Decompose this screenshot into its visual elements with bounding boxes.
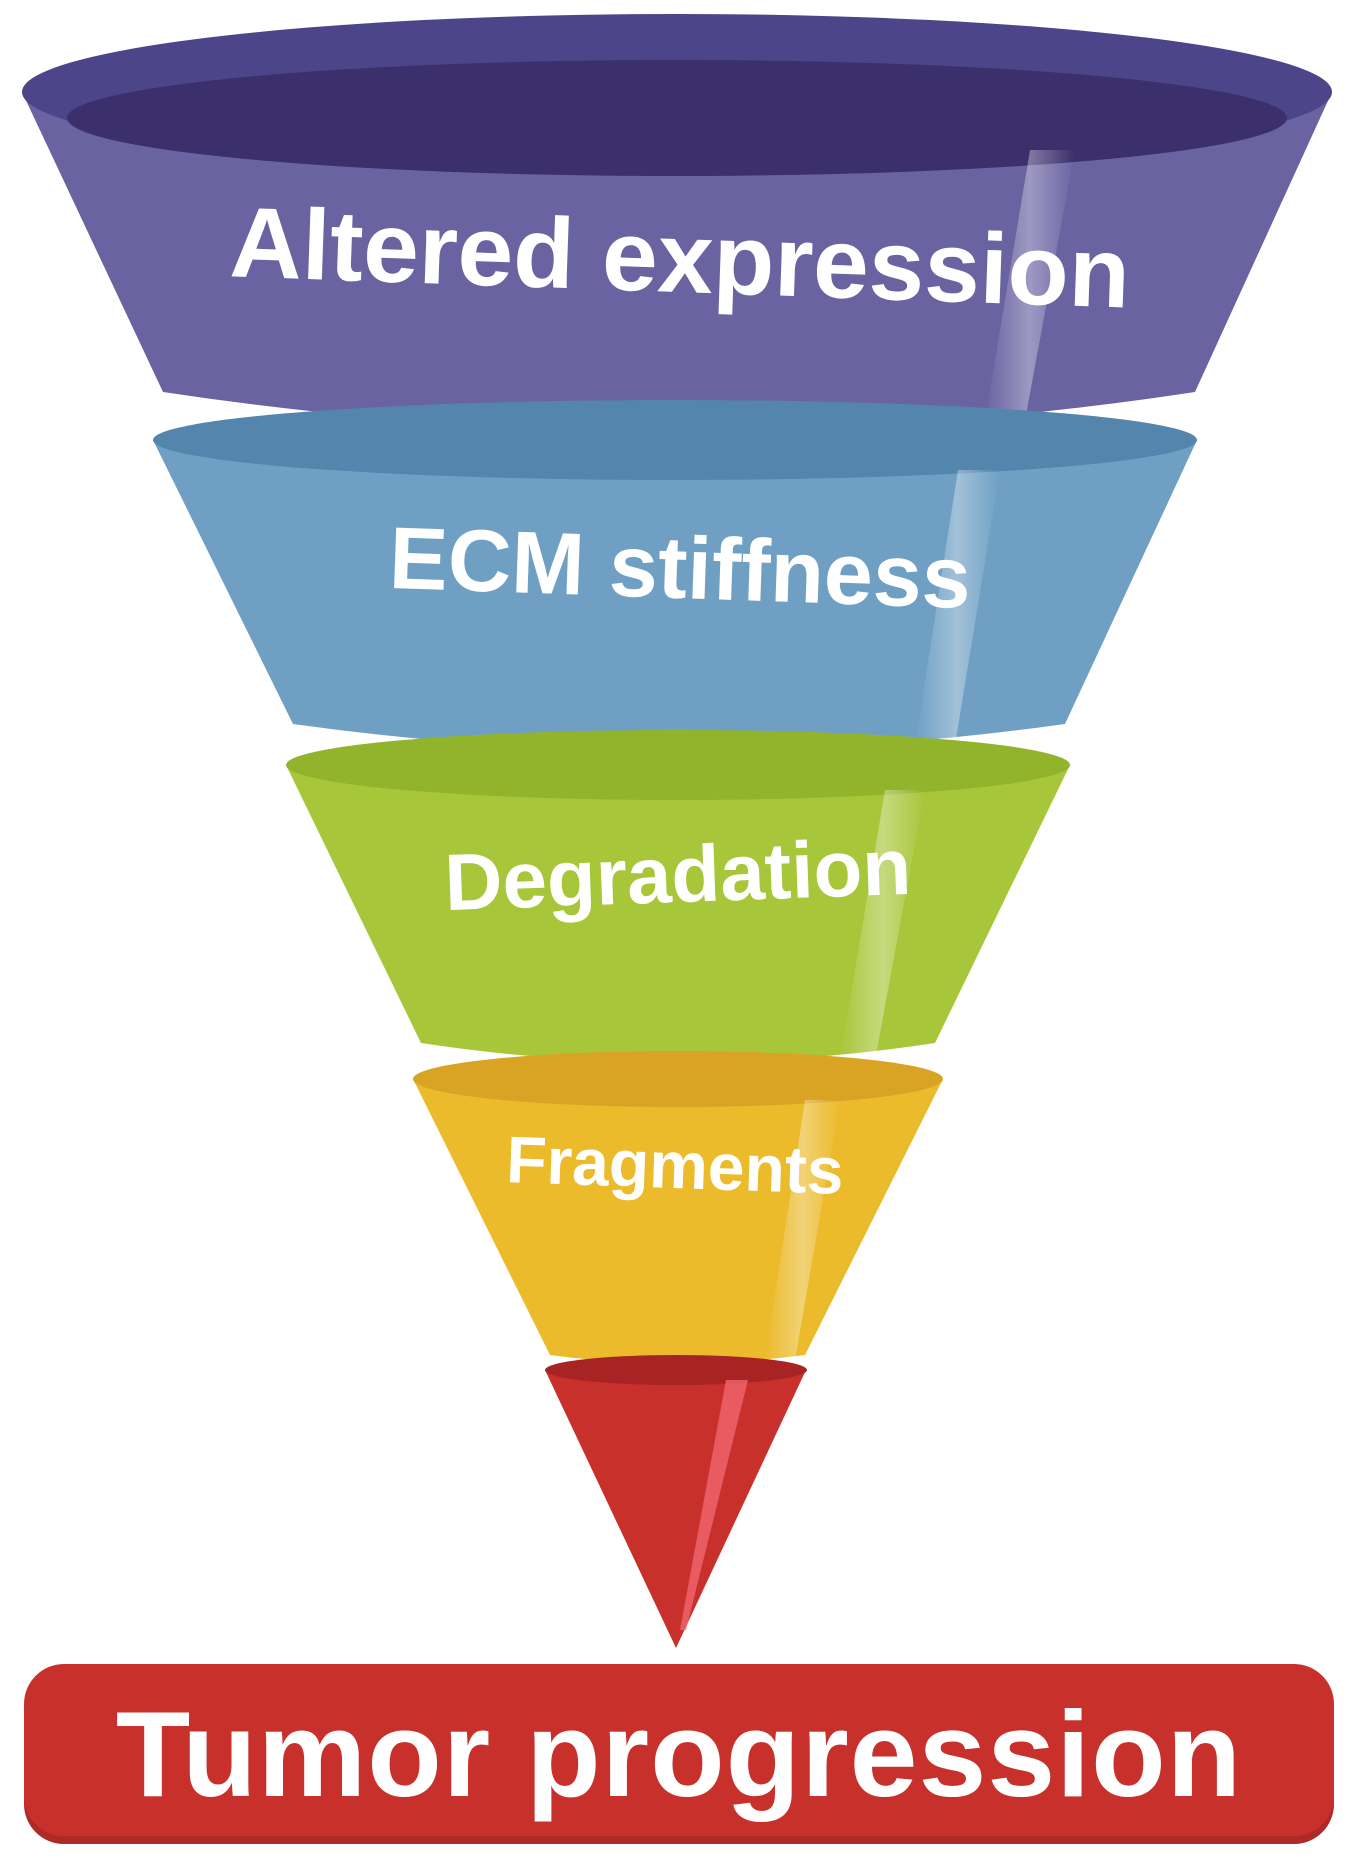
funnel-stage-degradation: Degradation — [286, 730, 1070, 1063]
stage-1-shine — [985, 150, 1075, 420]
funnel-stage-altered-expression: Altered expression — [22, 14, 1332, 431]
stage-5-body — [545, 1370, 806, 1648]
result-box: Tumor progression — [24, 1664, 1334, 1844]
stage-5-rim — [545, 1355, 807, 1385]
stage-4-label: Fragments — [505, 1122, 845, 1208]
stage-4-body — [413, 1079, 943, 1364]
stage-4-rim — [413, 1051, 943, 1107]
funnel-stage-ecm-stiffness: ECM stiffness — [153, 400, 1197, 751]
stage-2-shine — [915, 470, 1000, 745]
stage-3-rim — [286, 730, 1070, 800]
stage-3-shine — [840, 790, 925, 1060]
stage-2-label: ECM stiffness — [388, 508, 973, 627]
stage-4-shine — [765, 1100, 840, 1360]
result-label: Tumor progression — [115, 1686, 1243, 1822]
stage-5-shine — [680, 1380, 748, 1630]
funnel-stage-fragments: Fragments — [413, 1051, 943, 1364]
stage-3-label: Degradation — [443, 822, 913, 927]
stage-2-rim — [153, 400, 1197, 480]
stage-1-opening — [67, 60, 1287, 176]
funnel-stage-tip — [545, 1355, 807, 1648]
